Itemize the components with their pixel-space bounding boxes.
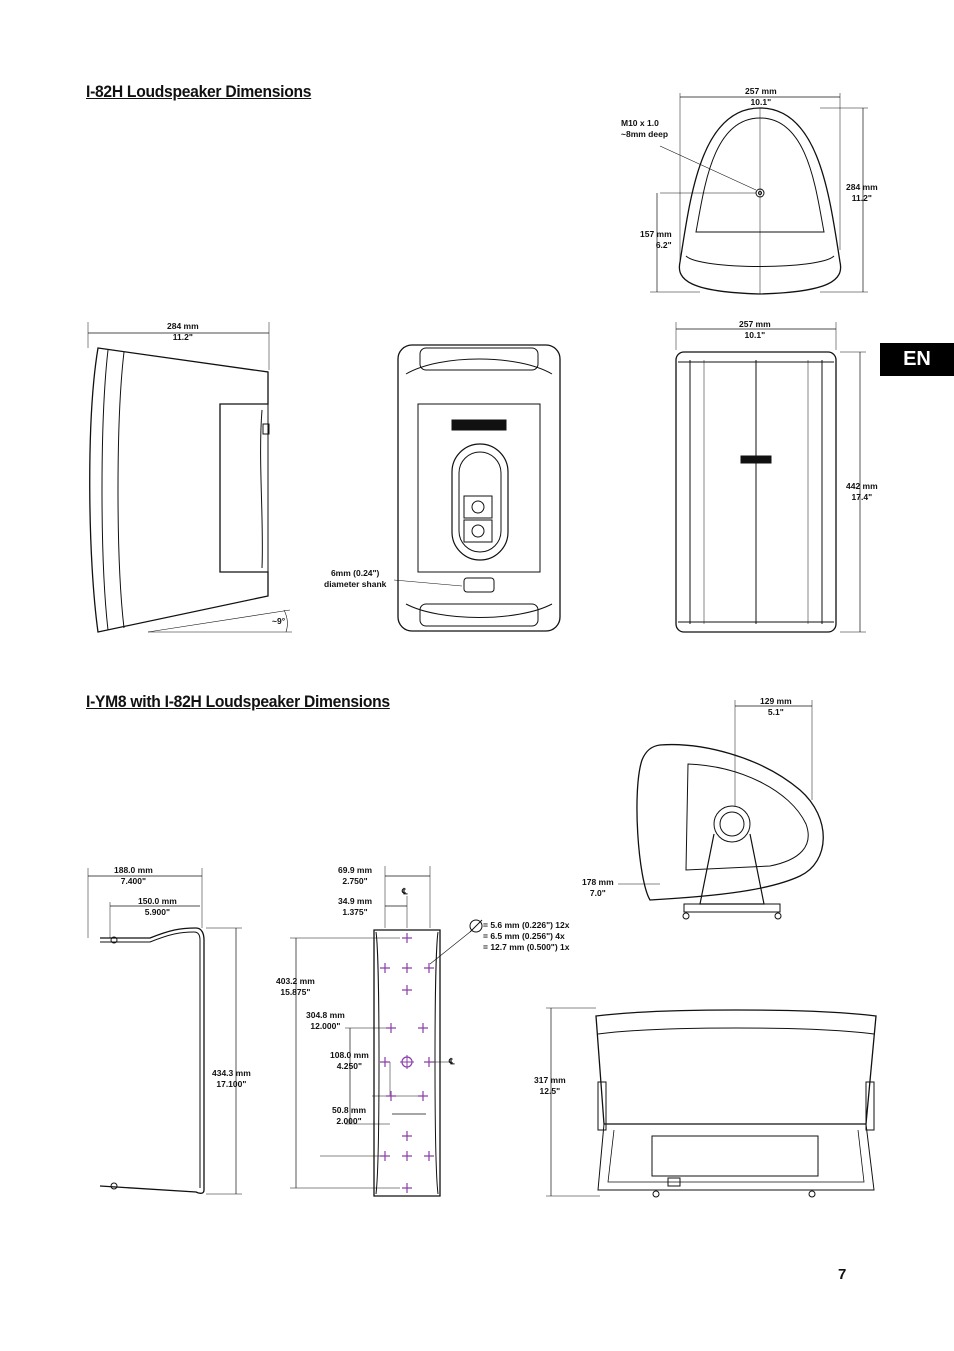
yoke-side-profile xyxy=(87,868,242,1195)
speaker-top-view xyxy=(650,93,868,295)
centerline-top-label: ℄ xyxy=(402,886,408,896)
page-number: 7 xyxy=(838,1266,847,1283)
centerline-side-label: ℄ xyxy=(449,1056,455,1066)
section-title-iym8: I-YM8 with I-82H Loudspeaker Dimensions xyxy=(86,692,390,711)
mounted-front-view xyxy=(546,1007,877,1198)
yoke-plate xyxy=(290,866,483,1197)
qsc-logo-rear xyxy=(451,419,507,431)
mounted-side-view xyxy=(618,700,824,920)
speaker-side-view xyxy=(87,322,292,633)
mounting-holes xyxy=(380,933,434,1193)
speaker-rear-view xyxy=(393,344,561,632)
shank-label: 6mm (0.24")diameter shank xyxy=(324,568,387,589)
language-tab: EN xyxy=(880,343,954,376)
tilt-angle-label: ~9° xyxy=(272,616,286,626)
section-title-i82h: I-82H Loudspeaker Dimensions xyxy=(86,82,312,101)
hole-sizes-label: = 5.6 mm (0.226") 12x= 6.5 mm (0.256") 4… xyxy=(483,920,570,952)
speaker-front-view xyxy=(675,322,866,633)
thread-label: M10 x 1.0~8mm deep xyxy=(621,118,669,139)
qsc-logo-front xyxy=(740,455,772,464)
